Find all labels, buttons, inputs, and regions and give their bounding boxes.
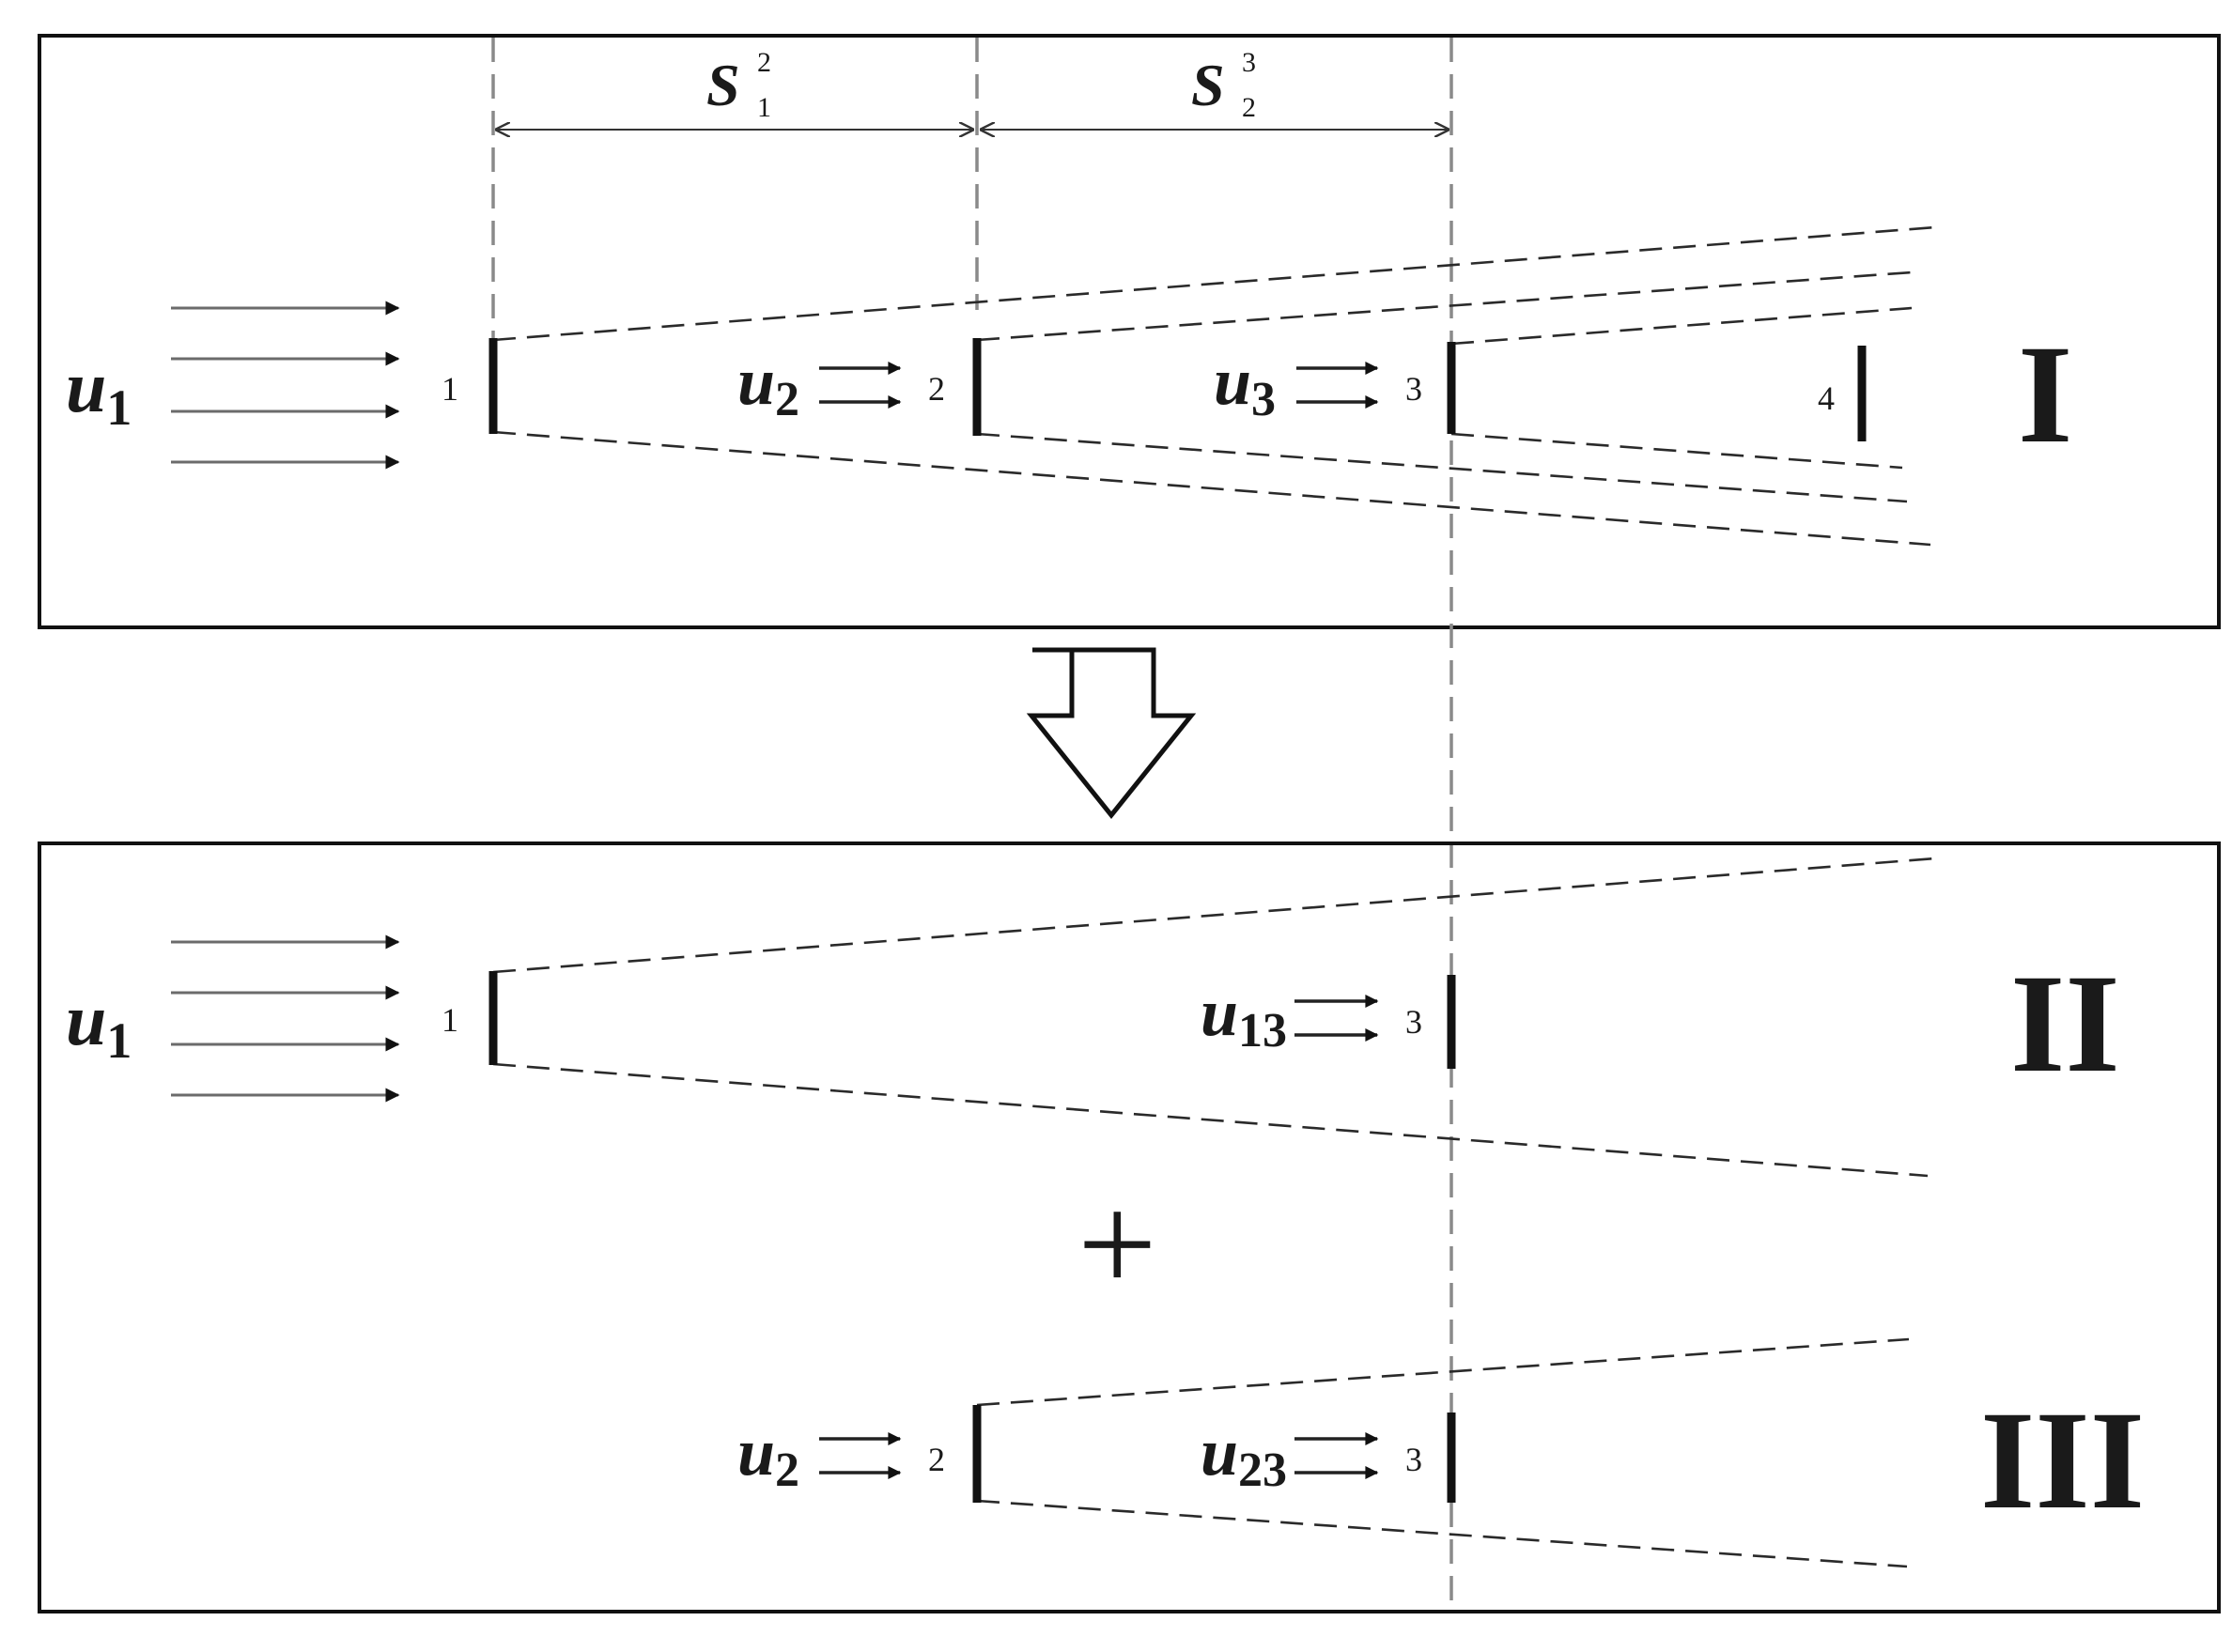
spacing-label-s23: S 3 2 xyxy=(1191,47,1256,123)
panel-label-ii: II xyxy=(2010,946,2120,1102)
inflow-arrows xyxy=(171,934,400,1103)
down-arrow-icon xyxy=(1026,647,1197,819)
spacing-symbol: S xyxy=(706,52,740,118)
wake-2-upper-edge xyxy=(976,1337,1910,1407)
turbine-4-label: 4 xyxy=(1818,379,1835,417)
wake-2-upper-edge xyxy=(976,270,1913,342)
turbine-3-label: 3 xyxy=(1405,1003,1422,1041)
spacing-superscript: 2 xyxy=(757,47,771,78)
velocity-u3-symbol: u3 xyxy=(1214,344,1276,426)
velocity-u2-symbol: u2 xyxy=(737,344,799,426)
inflow-velocity-subscript: 1 xyxy=(106,379,132,436)
wake-3-lower-edge xyxy=(1450,432,1903,470)
wake-1-lower-edge xyxy=(492,430,1931,547)
inflow-velocity-symbol: u1 xyxy=(66,346,132,436)
velocity-u2-symbol: u2 xyxy=(737,1414,799,1497)
panel-two-three-frame xyxy=(38,841,2221,1613)
turbine-2-label: 2 xyxy=(928,1441,945,1478)
wake-3-upper-edge xyxy=(1450,306,1913,346)
inflow-arrows xyxy=(171,301,400,470)
velocity-u23-symbol: u23 xyxy=(1201,1414,1287,1497)
panel-one-frame xyxy=(38,34,2221,629)
turbine-1-label: 1 xyxy=(442,370,458,408)
spacing-subscript: 2 xyxy=(1242,92,1256,123)
inflow-velocity-subscript: 1 xyxy=(106,1012,132,1069)
panel-label-iii: III xyxy=(1980,1382,2145,1538)
turbine-3-label: 3 xyxy=(1405,370,1422,408)
spacing-label-s12: S 2 1 xyxy=(706,47,771,123)
inflow-velocity-symbol: u1 xyxy=(66,979,132,1069)
wake-2-lower-edge xyxy=(976,1499,1908,1568)
wake-1-upper-edge xyxy=(492,857,1936,974)
turbine-3-label: 3 xyxy=(1405,1441,1422,1478)
turbine-1-label: 1 xyxy=(442,1001,458,1039)
wake-1-lower-edge xyxy=(492,1062,1929,1178)
spacing-subscript: 1 xyxy=(757,92,771,123)
plus-sign: + xyxy=(1077,1166,1157,1322)
panel-label-i: I xyxy=(2018,317,2072,472)
wake-1-upper-edge xyxy=(492,225,1936,342)
velocity-u13-symbol: u13 xyxy=(1201,975,1287,1058)
spacing-symbol: S xyxy=(1191,52,1225,118)
turbine-2-label: 2 xyxy=(928,370,945,408)
spacing-superscript: 3 xyxy=(1242,47,1256,78)
wake-2-lower-edge xyxy=(976,432,1908,503)
